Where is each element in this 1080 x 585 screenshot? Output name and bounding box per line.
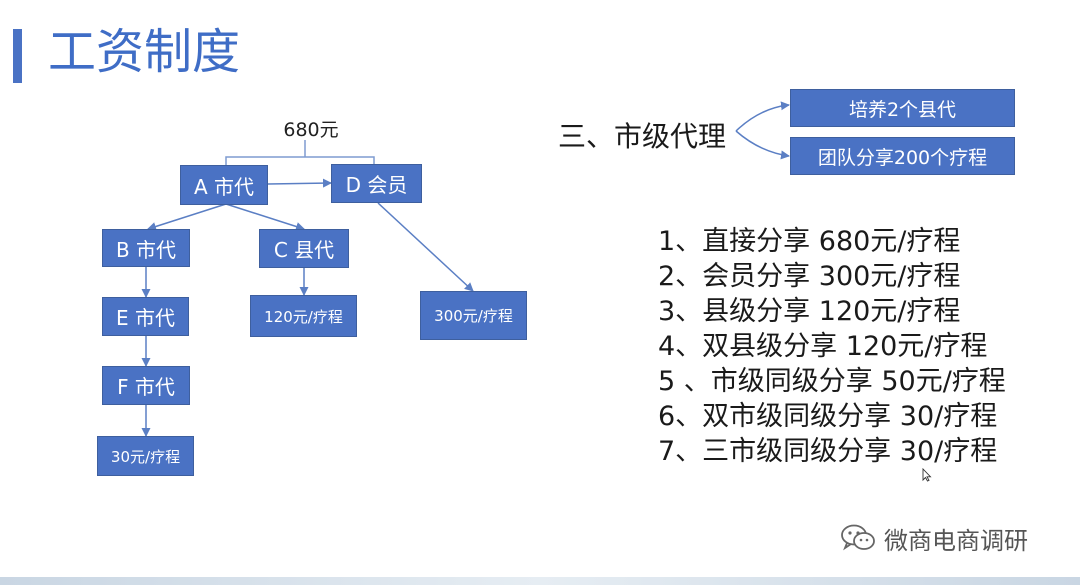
city-agent-title: 三、市级代理 xyxy=(558,120,727,153)
node-b-city-agent: B 市代 xyxy=(102,229,190,267)
amount-label: 680元 xyxy=(283,119,339,141)
edge-city-branch-1 xyxy=(735,101,790,132)
node-d-member: D 会员 xyxy=(331,164,422,203)
wechat-icon xyxy=(841,524,875,551)
node-f-reward: 30元/疗程 xyxy=(97,436,194,476)
node-d-reward: 300元/疗程 xyxy=(420,291,527,340)
edge-a-c xyxy=(225,203,305,231)
mouse-cursor-icon xyxy=(922,468,932,482)
watermark: 微商电商调研 xyxy=(840,520,1028,556)
edge-d-reward xyxy=(377,202,474,292)
city-branch-train-county: 培养2个县代 xyxy=(790,89,1015,127)
node-c-reward: 120元/疗程 xyxy=(250,295,357,337)
rule-item: 7、三市级同级分享 30/疗程 xyxy=(658,436,998,467)
rule-item: 3、县级分享 120元/疗程 xyxy=(658,296,961,327)
edge-a-d xyxy=(267,178,332,188)
rule-item: 4、双县级分享 120元/疗程 xyxy=(658,331,988,362)
bottom-strip xyxy=(0,577,1080,585)
node-a-city-agent: A 市代 xyxy=(180,165,268,205)
page-title: 工资制度 xyxy=(48,24,241,80)
reward-rules-list: 1、直接分享 680元/疗程 2、会员分享 300元/疗程 3、县级分享 120… xyxy=(658,224,1006,469)
edge-city-branch-2 xyxy=(735,130,790,160)
node-c-county-agent: C 县代 xyxy=(259,229,349,268)
node-f-city-agent: F 市代 xyxy=(102,366,190,405)
amount-bracket xyxy=(225,156,375,165)
rule-item: 1、直接分享 680元/疗程 xyxy=(658,226,961,257)
title-accent-bar xyxy=(13,29,22,83)
rule-item: 2、会员分享 300元/疗程 xyxy=(658,261,961,292)
edge-a-b xyxy=(147,203,227,231)
node-e-city-agent: E 市代 xyxy=(102,297,189,336)
city-branch-team-share: 团队分享200个疗程 xyxy=(790,137,1015,175)
rule-item: 5 、市级同级分享 50元/疗程 xyxy=(658,366,1006,397)
rule-item: 6、双市级同级分享 30/疗程 xyxy=(658,401,998,432)
watermark-text: 微商电商调研 xyxy=(884,526,1028,555)
